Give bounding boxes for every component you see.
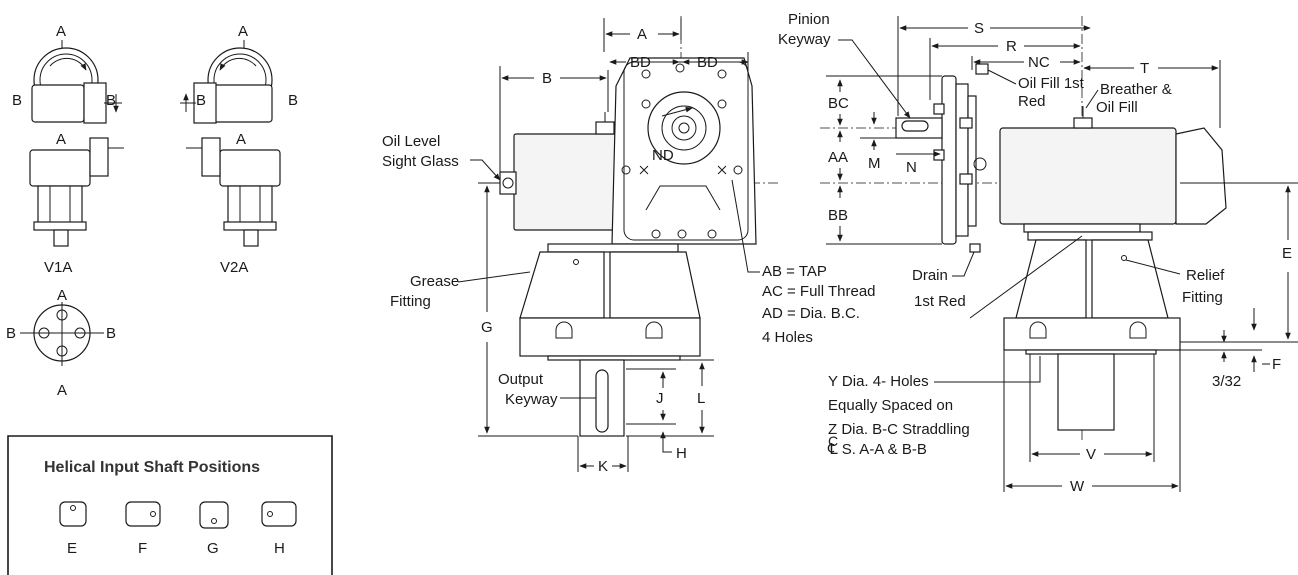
- callout-oilfill-2: Red: [1018, 93, 1046, 110]
- dim-a: A: [637, 26, 647, 43]
- label-b: B: [106, 325, 116, 342]
- callout-grease-2: Fitting: [390, 293, 431, 310]
- label-b: B: [106, 92, 116, 109]
- callout-drain-1: Drain: [912, 267, 948, 284]
- dim-b: B: [542, 70, 552, 87]
- callout-holes-4: ℄ S. A-A & B-B: [827, 441, 927, 458]
- callout-holes-c: C: [828, 433, 838, 449]
- helical-label-f: F: [138, 540, 147, 557]
- dim-v: V: [1086, 446, 1096, 463]
- callout-oil-level-1: Oil Level: [382, 133, 440, 150]
- dim-bb: BB: [828, 207, 848, 224]
- label-b: B: [196, 92, 206, 109]
- bolt-circle-sketch: A B B A: [6, 287, 116, 399]
- callout-grease-1: Grease: [410, 273, 459, 290]
- side-end-cap: [1175, 127, 1227, 225]
- callout-relief-1: Relief: [1186, 267, 1225, 284]
- callout-holes-3: Z Dia. B-C Straddling: [828, 421, 970, 438]
- mounting-sketch-top-right: A B B: [180, 23, 298, 124]
- callout-oil-level-2: Sight Glass: [382, 153, 459, 170]
- callout-drain-2: 1st Red: [914, 293, 966, 310]
- dim-h: H: [676, 445, 687, 462]
- side-pedestal: [1015, 239, 1087, 319]
- callout-holes-2: Equally Spaced on: [828, 397, 953, 414]
- side-main-housing: [999, 127, 1177, 225]
- label-a: A: [236, 131, 246, 148]
- dim-s: S: [974, 20, 984, 37]
- label-b: B: [6, 325, 16, 342]
- label-a: A: [57, 287, 67, 304]
- label-v2a: V2A: [220, 259, 248, 276]
- callout-pinion-2: Keyway: [778, 31, 831, 48]
- dim-w: W: [1070, 478, 1085, 495]
- helical-label-e: E: [67, 540, 77, 557]
- callout-holes-1: Y Dia. 4- Holes: [828, 373, 929, 390]
- dim-l: L: [697, 390, 705, 407]
- dim-bd-left: BD: [630, 54, 651, 71]
- front-base: [519, 317, 701, 357]
- label-a: A: [56, 23, 66, 40]
- mounting-sketch-v2a: A V2A: [186, 131, 281, 276]
- front-pedestal-top: [547, 243, 679, 253]
- dim-nc: NC: [1028, 54, 1050, 71]
- front-housing: [513, 133, 627, 231]
- dim-e: E: [1282, 245, 1292, 262]
- callout-tap-3: AD = Dia. B.C.: [762, 305, 860, 322]
- helical-position-h: H: [261, 501, 297, 557]
- callout-breather-2: Oil Fill: [1096, 99, 1138, 116]
- callout-relief-2: Fitting: [1182, 289, 1223, 306]
- label-a: A: [57, 382, 67, 399]
- callout-breather-1: Breather &: [1100, 81, 1172, 98]
- helical-input-shaft-positions: Helical Input Shaft Positions E F G H: [7, 435, 333, 575]
- dim-f: F: [1272, 356, 1281, 373]
- dim-t: T: [1140, 60, 1149, 77]
- output-bore: [647, 91, 721, 165]
- callout-output-2: Keyway: [505, 391, 558, 408]
- helical-position-g: G: [199, 501, 229, 557]
- dim-nd: ND: [652, 147, 674, 164]
- callout-oilfill-1: Oil Fill 1st: [1018, 75, 1085, 92]
- callout-pinion-1: Pinion: [788, 11, 830, 28]
- label-b: B: [12, 92, 22, 109]
- label-a: A: [56, 131, 66, 148]
- dim-j: J: [656, 390, 664, 407]
- callout-tap-4: 4 Holes: [762, 329, 813, 346]
- dim-m: M: [868, 155, 881, 172]
- dim-r: R: [1006, 38, 1017, 55]
- label-v1a: V1A: [44, 259, 72, 276]
- callout-tap-1: AB = TAP: [762, 263, 827, 280]
- label-b: B: [288, 92, 298, 109]
- mounting-sketch-top-left: A B B: [12, 23, 122, 124]
- side-view: S R NC T BC AA BB M N E: [778, 11, 1298, 495]
- dim-bd-right: BD: [697, 54, 718, 71]
- dim-g: G: [481, 319, 493, 336]
- side-output-shaft: [1057, 353, 1115, 431]
- dim-bc: BC: [828, 95, 849, 112]
- helical-label-g: G: [207, 540, 219, 557]
- callout-tap-2: AC = Full Thread: [762, 283, 876, 300]
- mounting-sketch-v1a: A V1A: [29, 131, 124, 276]
- callout-output-1: Output: [498, 371, 544, 388]
- helical-position-f: F: [125, 501, 161, 557]
- helical-label-h: H: [274, 540, 285, 557]
- front-pedestal: [519, 251, 605, 319]
- label-a: A: [238, 23, 248, 40]
- dim-aa: AA: [828, 149, 848, 166]
- output-keyway: [595, 369, 609, 433]
- dim-3-32: 3/32: [1212, 373, 1241, 390]
- helical-position-e: E: [59, 501, 87, 557]
- front-view: A BD BD B ND G J L H: [382, 16, 876, 475]
- helical-title: Helical Input Shaft Positions: [44, 459, 260, 476]
- dim-k: K: [598, 458, 608, 475]
- dim-n: N: [906, 159, 917, 176]
